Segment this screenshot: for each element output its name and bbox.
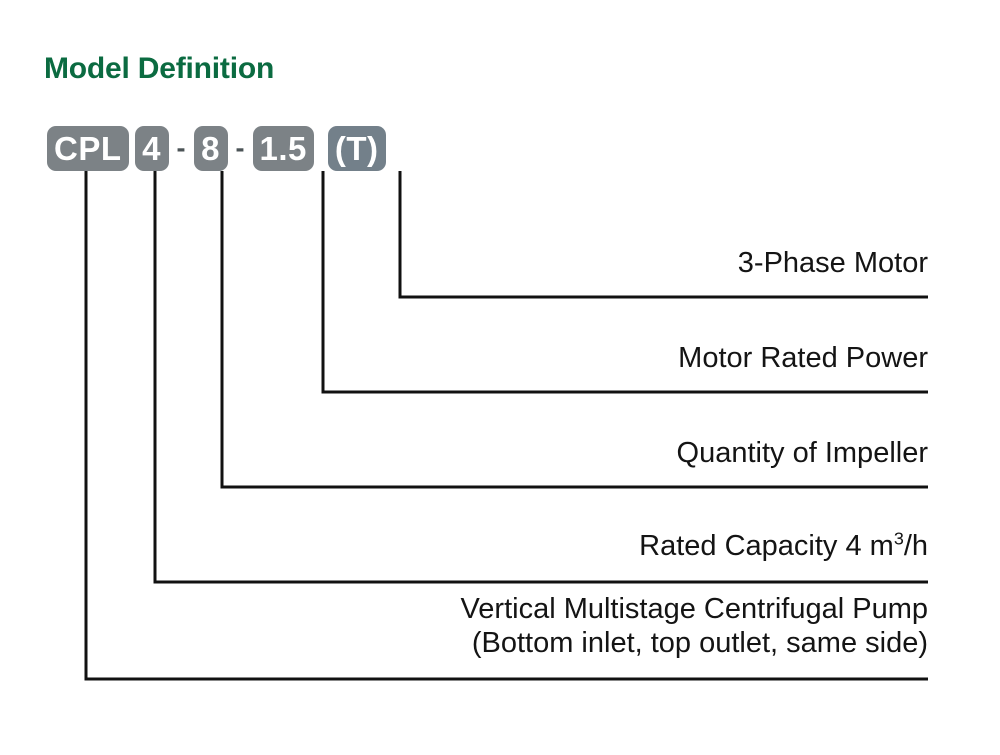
- callout-label-3-phase-motor: 3-Phase Motor: [737, 247, 928, 279]
- leader-line-3-phase-motor: [398, 171, 928, 299]
- badge-stages[interactable]: 8: [193, 126, 228, 171]
- callout-label-rated-capacity: Rated Capacity 4 m3/h: [639, 529, 928, 563]
- code-separator-2: -: [235, 133, 245, 163]
- leader-line-pump-type: [84, 171, 928, 681]
- badge-capacity[interactable]: 4: [134, 126, 169, 171]
- callout-label-pump-type: Vertical Multistage Centrifugal Pump (Bo…: [461, 592, 928, 660]
- pump-type-line-1: Vertical Multistage Centrifugal Pump: [460, 593, 928, 625]
- leader-line-rated-capacity: [153, 171, 928, 584]
- badge-power[interactable]: 1.5: [252, 126, 314, 171]
- rated-capacity-unit-suffix: /h: [903, 530, 928, 562]
- leader-line-quantity-of-impeller: [220, 171, 928, 489]
- page-title: Model Definition: [44, 52, 275, 85]
- callout-label-motor-rated-power: Motor Rated Power: [678, 342, 928, 374]
- rated-capacity-text: Rated Capacity 4 m: [639, 530, 894, 562]
- pump-type-line-2: (Bottom inlet, top outlet, same side): [471, 627, 928, 659]
- leader-line-motor-rated-power: [321, 171, 928, 394]
- model-code-row: CPL 4 - 8 - 1.5 (T): [47, 126, 386, 171]
- badge-cpl[interactable]: CPL: [47, 126, 129, 171]
- code-separator-1: -: [176, 133, 186, 163]
- rated-capacity-superscript: 3: [893, 528, 904, 549]
- callout-label-quantity-of-impeller: Quantity of Impeller: [676, 437, 928, 469]
- badge-phase[interactable]: (T): [327, 126, 386, 171]
